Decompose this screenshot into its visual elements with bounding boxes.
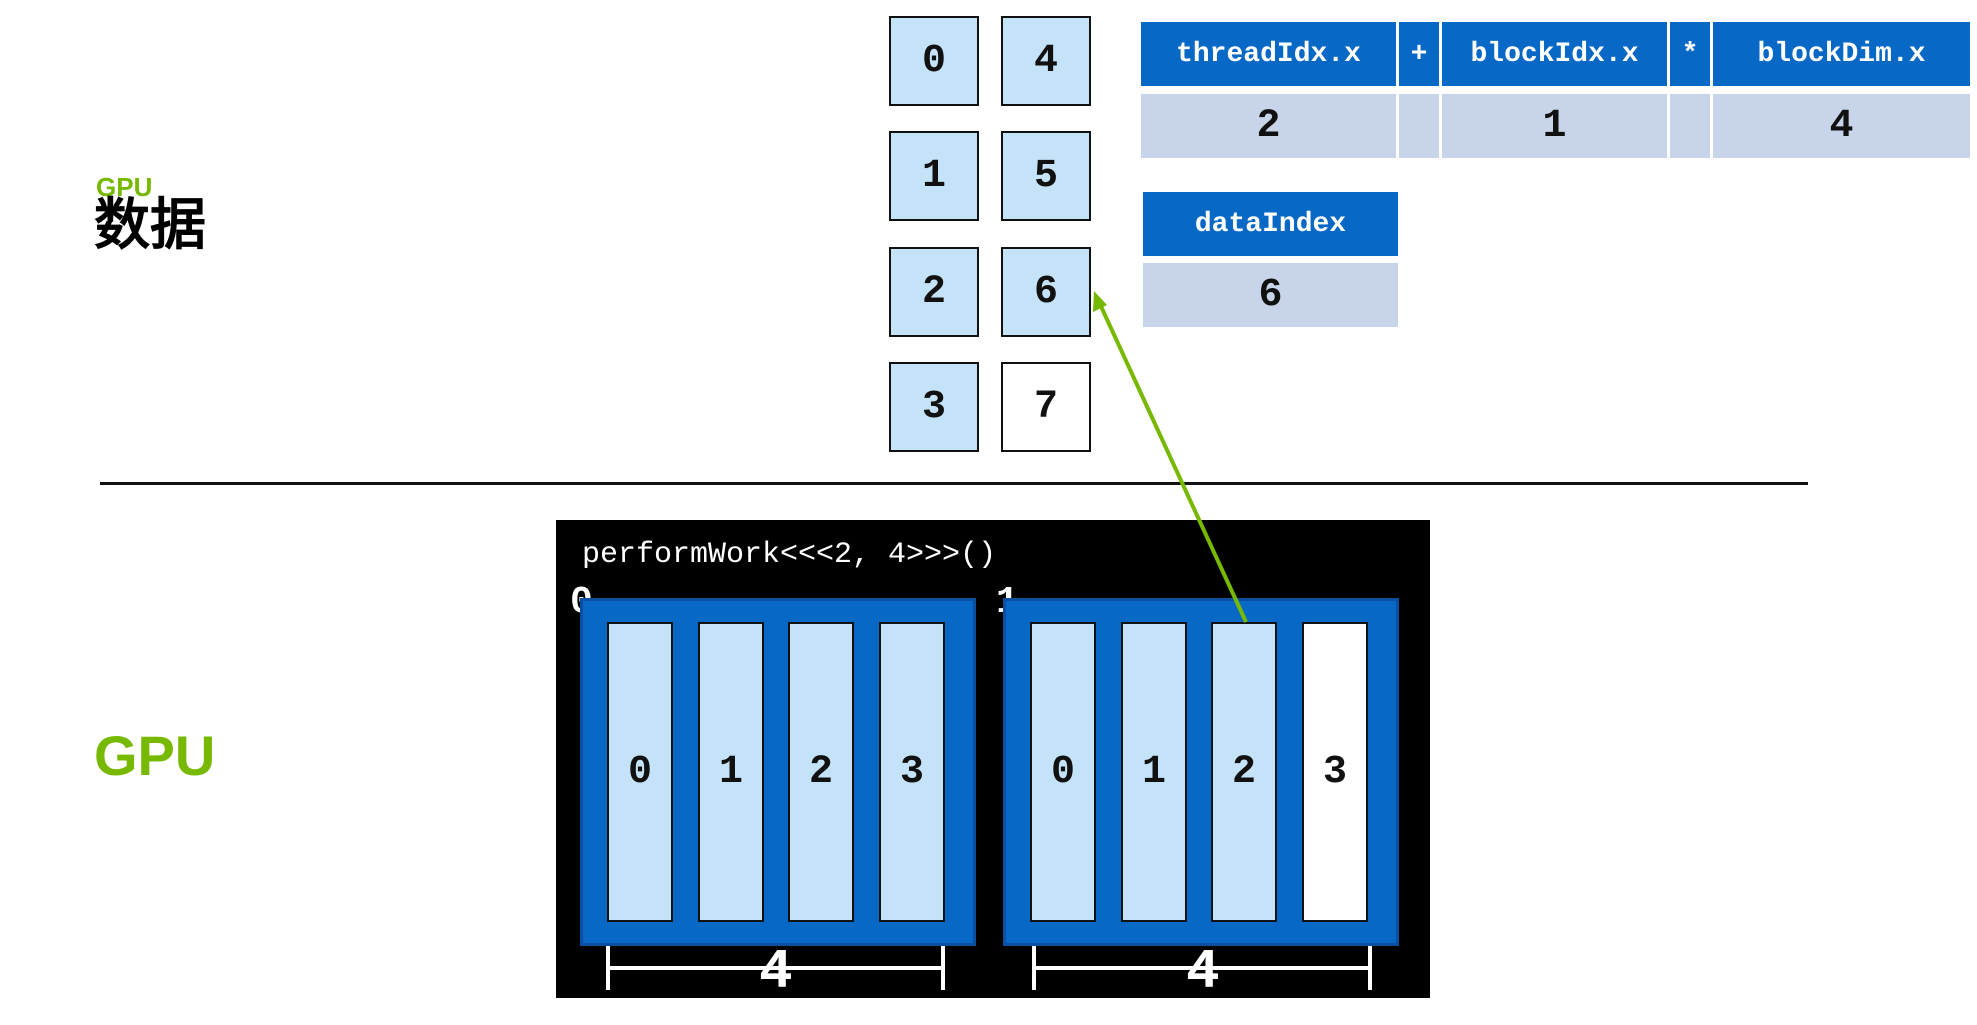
block1-dim-label: 4	[1186, 940, 1220, 1004]
data-cell-4: 4	[1001, 16, 1091, 106]
dataindex-value: 6	[1143, 263, 1398, 327]
gpu-small-label: GPU	[96, 172, 153, 202]
blockdim-header: blockDim.x	[1713, 22, 1970, 86]
block0-thread-3: 3	[879, 622, 945, 922]
block1-thread-0: 0	[1030, 622, 1096, 922]
threadidx-header: threadIdx.x	[1141, 22, 1396, 86]
block0-dim-label: 4	[759, 940, 793, 1004]
data-title: 数据	[94, 193, 206, 258]
dataindex-header: dataIndex	[1143, 192, 1398, 256]
section-divider	[100, 482, 1808, 485]
gpu-label: GPU	[94, 724, 216, 787]
times-spacer	[1670, 94, 1710, 158]
data-cell-2: 2	[889, 247, 979, 337]
data-cell-5: 5	[1001, 131, 1091, 221]
data-cell-1: 1	[889, 131, 979, 221]
data-cell-6: 6	[1001, 247, 1091, 337]
data-cell-3: 3	[889, 362, 979, 452]
block1-thread-2: 2	[1211, 622, 1277, 922]
data-cell-0: 0	[889, 16, 979, 106]
blockdim-value: 4	[1713, 94, 1970, 158]
block1-thread-1: 1	[1121, 622, 1187, 922]
plus-operator: +	[1399, 22, 1439, 86]
plus-spacer	[1399, 94, 1439, 158]
blockidx-header: blockIdx.x	[1442, 22, 1667, 86]
block0-thread-0: 0	[607, 622, 673, 922]
block0-thread-1: 1	[698, 622, 764, 922]
threadidx-value: 2	[1141, 94, 1396, 158]
times-operator: *	[1670, 22, 1710, 86]
block1-thread-3: 3	[1302, 622, 1368, 922]
kernel-launch-text: performWork<<<2, 4>>>()	[582, 538, 997, 572]
blockidx-value: 1	[1442, 94, 1667, 158]
data-cell-7: 7	[1001, 362, 1091, 452]
block0-thread-2: 2	[788, 622, 854, 922]
